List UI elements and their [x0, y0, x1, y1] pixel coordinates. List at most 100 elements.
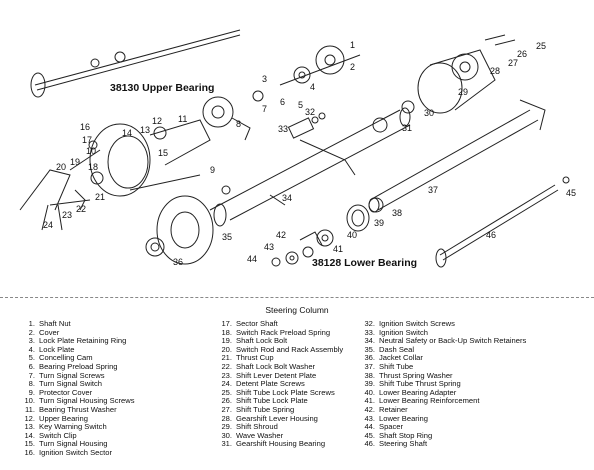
legend-item-number: 18.	[221, 327, 232, 337]
legend-item-number: 10.	[24, 396, 35, 406]
gearshift-housing-part	[401, 34, 516, 114]
legend-item-text: Retainer	[379, 404, 408, 414]
legend-item: 5.Concelling Cam	[18, 354, 208, 363]
legend-item-number: 32.	[364, 319, 375, 328]
callout-20: 20	[56, 162, 66, 172]
legend-item-text: Ignition Switch Sector	[39, 447, 113, 457]
legend-item-text: Key Warning Switch	[39, 422, 107, 432]
callout-22: 22	[76, 204, 86, 214]
callout-2: 2	[350, 62, 355, 72]
legend-item: 39.Shift Tube Thrust Spring	[358, 380, 588, 389]
legend-item: 36.Jacket Collar	[358, 354, 588, 363]
callout-1: 1	[350, 40, 355, 50]
shift-tube-part	[368, 99, 546, 213]
lower-bearing-parts	[271, 197, 384, 267]
legend-item: 22. Shaft Lock Bolt Washer	[215, 361, 375, 372]
legend-item-text: Jacket Collar	[379, 353, 423, 363]
callout-34: 34	[282, 193, 292, 203]
legend-item: 1. Shaft Nut	[18, 319, 208, 329]
legend-item: 8.Turn Signal Switch	[18, 380, 208, 389]
legend-item-text: Ignition Switch	[379, 327, 428, 337]
legend-item-text: Dash Seal	[379, 344, 415, 354]
legend-item-number: 45.	[364, 430, 375, 440]
legend-item: 41.Lower Bearing Reinforcement	[358, 397, 588, 406]
legend-item: 17.Sector Shaft	[215, 319, 375, 329]
legend-item-text: Detent Plate Screws	[236, 379, 305, 389]
callout-21: 21	[95, 192, 105, 202]
legend-item-text: Gearshift Lever Housing	[236, 413, 318, 423]
callout-32: 32	[305, 107, 315, 117]
callout-9: 9	[210, 165, 215, 175]
callout-39: 39	[374, 218, 384, 228]
legend-item: 32.Ignition Switch Screws	[358, 319, 588, 329]
legend-item: 27.Shift Tube Spring	[215, 404, 375, 415]
legend-item-text: Switch Rack Preload Spring	[236, 327, 331, 337]
legend-item-number: 43.	[364, 413, 375, 423]
legend-item: 14.Switch Clip	[18, 431, 208, 441]
legend-item-number: 46.	[364, 439, 375, 449]
legend-item-text: Shift Tube Lock Plate	[236, 396, 308, 406]
callout-14: 14	[122, 128, 132, 138]
callout-17: 17	[82, 135, 92, 145]
legend-item: 31. Gearshift Housing Bearing	[215, 440, 375, 449]
callout-35: 35	[222, 232, 232, 242]
legend-item: 2.Cover	[18, 327, 208, 338]
legend-item-text: Wave Washer	[236, 430, 284, 440]
legend-item-number: 31.	[221, 439, 232, 449]
legend-item-text: Switch Rod and Rack Assembly	[236, 344, 344, 354]
legend-item-number: 15.	[24, 439, 35, 449]
legend-item: 33. Ignition Switch	[358, 327, 588, 338]
legend-item-text: Concelling Cam	[39, 353, 93, 363]
callout-44: 44	[247, 254, 257, 264]
legend-item-number: 38.	[364, 370, 375, 380]
legend-item: 37.Shift Tube	[358, 362, 588, 372]
legend-item: 23.Shift Lever Detent Plate	[215, 371, 375, 381]
legend-item-text: Shaft Lock Bolt Washer	[236, 361, 316, 371]
legend-item-text: Shaft Nut	[39, 319, 71, 328]
legend-item-number: 42.	[364, 404, 375, 414]
legend-item-number: 41.	[364, 396, 375, 406]
legend-item-number: 12.	[24, 413, 35, 423]
legend-item: 9.Protector Cover	[18, 387, 208, 398]
legend-item-text: Cover	[39, 327, 60, 337]
legend-item: 44.Spacer	[358, 423, 588, 432]
legend-item: 16.Ignition Switch Sector	[18, 447, 208, 458]
legend-item-number: 19.	[221, 336, 232, 346]
legend-item-text: Shift Tube Lock Plate Screws	[236, 387, 335, 397]
legend-item: 46. Steering Shaft	[358, 440, 588, 449]
legend-item: 11.Bearing Thrust Washer	[18, 404, 208, 415]
callout-4: 4	[310, 82, 315, 92]
legend-item-number: 26.	[221, 396, 232, 406]
legend-item-number: 22.	[221, 361, 232, 371]
callout-27: 27	[508, 58, 518, 68]
legend-item: 42. Retainer	[358, 404, 588, 415]
legend-item-text: Bearing Thrust Washer	[39, 404, 117, 414]
callout-37: 37	[428, 185, 438, 195]
callout-41: 41	[333, 244, 343, 254]
legend-item-text: Protector Cover	[39, 387, 93, 397]
legend-item: 19.Shaft Lock Bolt	[215, 337, 375, 346]
legend-item-number: 33.	[364, 327, 375, 337]
legend-item-text: Shift Tube Spring	[236, 404, 295, 414]
callout-10: 10	[86, 146, 96, 156]
dash-seal-part	[145, 195, 214, 265]
legend-item-text: Turn Signal Housing	[39, 439, 108, 449]
legend-item-number: 28.	[221, 413, 232, 423]
legend-item: 20.Switch Rod and Rack Assembly	[215, 344, 375, 355]
legend-item-number: 1.	[28, 319, 35, 328]
legend-item: 3.Lock Plate Retaining Ring	[18, 337, 208, 346]
legend-item-number: 29.	[221, 422, 232, 432]
legend-item-text: Turn Signal Screws	[39, 370, 105, 380]
legend-item-number: 13.	[24, 422, 35, 432]
legend-item-text: Gearshift Housing Bearing	[236, 439, 326, 449]
callout-7: 7	[262, 104, 267, 114]
legend-item-text: Lower Bearing Adapter	[379, 387, 457, 397]
legend-item: 6.Bearing Preload Spring	[18, 362, 208, 372]
legend-title: Steering Column	[265, 305, 329, 315]
turn-signal-switch-part	[202, 90, 264, 141]
legend-item-text: Lock Plate	[39, 344, 75, 354]
legend-item-text: Steering Shaft	[379, 439, 428, 449]
lock-plate-part	[279, 45, 361, 86]
